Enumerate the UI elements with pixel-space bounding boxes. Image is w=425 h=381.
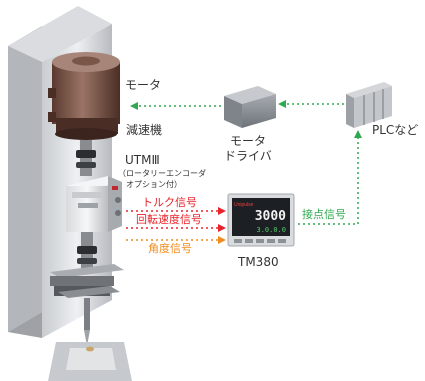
spindle-fixture (50, 264, 124, 346)
contact-signal-label: 接点信号 (302, 208, 346, 221)
arrow-head-icon (218, 236, 226, 244)
sensor-option-line2: オプション付） (126, 180, 182, 189)
angle-signal-label: 角度信号 (148, 242, 192, 255)
arrow-head-icon (218, 207, 226, 215)
arrow-head-icon (354, 130, 362, 138)
plc-label: PLCなど (372, 123, 419, 137)
work-base (48, 342, 132, 381)
connections (126, 100, 362, 244)
arrow-head-icon (278, 100, 286, 108)
motor-label: モータ (125, 78, 162, 92)
indicator-brand: Unipulse (234, 202, 254, 208)
arrow-head-icon (218, 224, 226, 232)
arrow-head-icon (130, 102, 138, 110)
plc-unit (346, 82, 392, 128)
contact-signal-line (298, 136, 359, 225)
torque-signal-label: トルク信号 (142, 196, 197, 209)
reducer-label: 減速機 (126, 123, 163, 137)
driver-label-line1: モータ (230, 134, 267, 148)
torque-sensor (66, 176, 122, 232)
motor (48, 52, 120, 140)
indicator-model-label: TM380 (238, 255, 279, 269)
lower-coupling (77, 232, 97, 268)
speed-signal-label: 回転速度信号 (136, 213, 202, 226)
tm380-indicator: Unipulse 3000 3.0.0.0 (227, 193, 295, 247)
motor-driver (224, 86, 276, 128)
driver-label-line2: ドライバ (224, 149, 272, 163)
sensor-option-line1: （ロータリーエンコーダ (118, 169, 206, 178)
indicator-sub-value: 3.0.0.0 (256, 226, 286, 234)
indicator-main-value: 3000 (255, 209, 286, 224)
upper-coupling (76, 140, 96, 176)
sensor-model-label: UTMⅢ (125, 153, 160, 167)
